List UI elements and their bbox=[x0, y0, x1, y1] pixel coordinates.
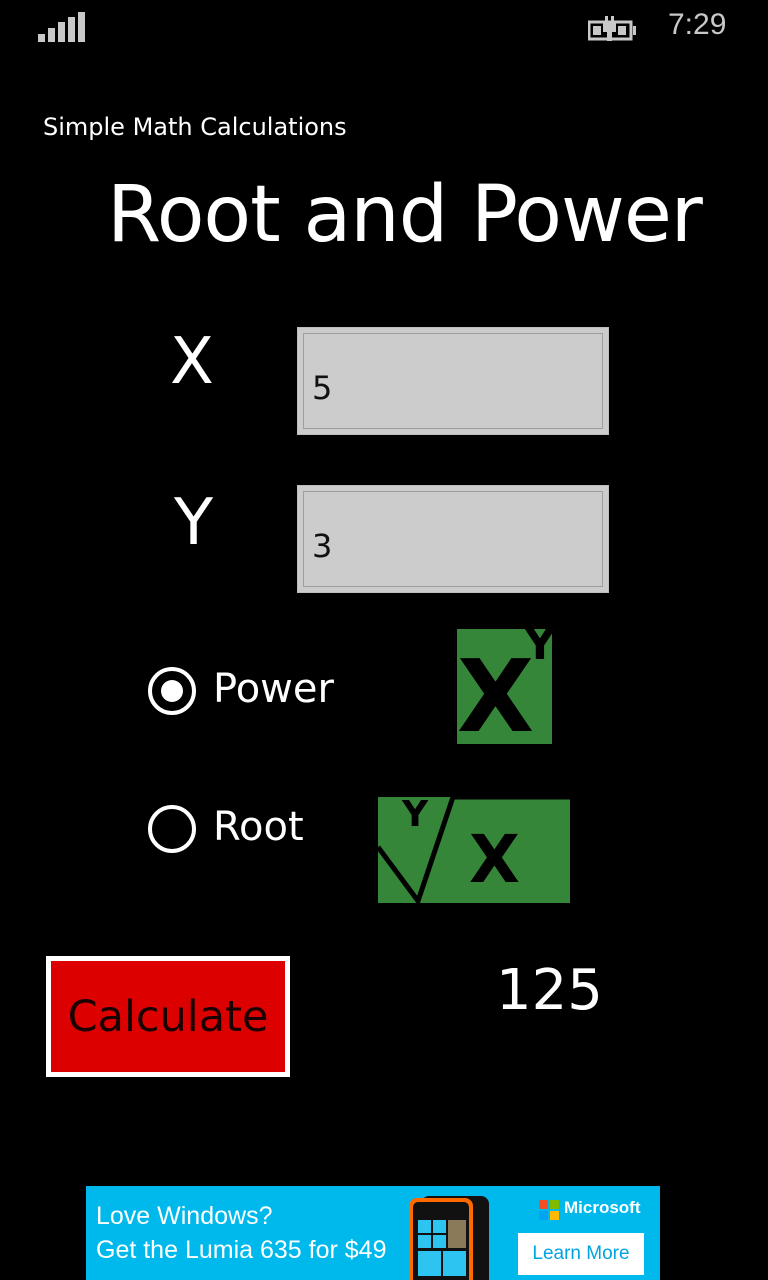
result-value: 125 bbox=[496, 958, 603, 1023]
y-root-of-x-icon: Y X bbox=[378, 797, 570, 903]
phone-image bbox=[409, 1196, 491, 1280]
x-label: X bbox=[170, 325, 214, 399]
root-icon-index: Y bbox=[402, 797, 429, 835]
microsoft-logo-icon bbox=[539, 1200, 559, 1220]
y-input[interactable] bbox=[298, 486, 608, 592]
calculate-button-label: Calculate bbox=[51, 961, 285, 1072]
x-input-box[interactable] bbox=[297, 327, 609, 435]
x-power-y-icon: X Y bbox=[457, 629, 552, 744]
root-radio[interactable] bbox=[148, 805, 196, 853]
root-radio-label[interactable]: Root bbox=[213, 804, 304, 850]
status-bar: 7:29 bbox=[0, 0, 768, 56]
root-icon-radicand: X bbox=[469, 821, 520, 898]
ad-subline: Get the Lumia 635 for $49 bbox=[96, 1236, 387, 1264]
battery-charging-icon bbox=[587, 14, 640, 42]
power-radio[interactable] bbox=[148, 667, 196, 715]
calculate-button[interactable]: Calculate bbox=[46, 956, 290, 1077]
signal-strength-icon bbox=[38, 12, 86, 42]
learn-more-button[interactable]: Learn More bbox=[518, 1233, 644, 1275]
power-icon-base: X bbox=[457, 638, 535, 745]
y-label: Y bbox=[174, 486, 214, 560]
power-radio-label[interactable]: Power bbox=[213, 666, 334, 712]
app-title: Simple Math Calculations bbox=[43, 113, 347, 141]
power-icon-exponent: Y bbox=[524, 629, 552, 670]
ad-headline: Love Windows? bbox=[96, 1202, 273, 1230]
radio-selected-dot bbox=[161, 680, 183, 702]
ad-banner[interactable]: Love Windows? Get the Lumia 635 for $49 … bbox=[86, 1186, 660, 1280]
page-title: Root and Power bbox=[107, 170, 703, 260]
y-input-box[interactable] bbox=[297, 485, 609, 593]
ad-brand: Microsoft bbox=[564, 1198, 641, 1217]
x-input[interactable] bbox=[298, 328, 608, 434]
clock: 7:29 bbox=[668, 8, 727, 41]
